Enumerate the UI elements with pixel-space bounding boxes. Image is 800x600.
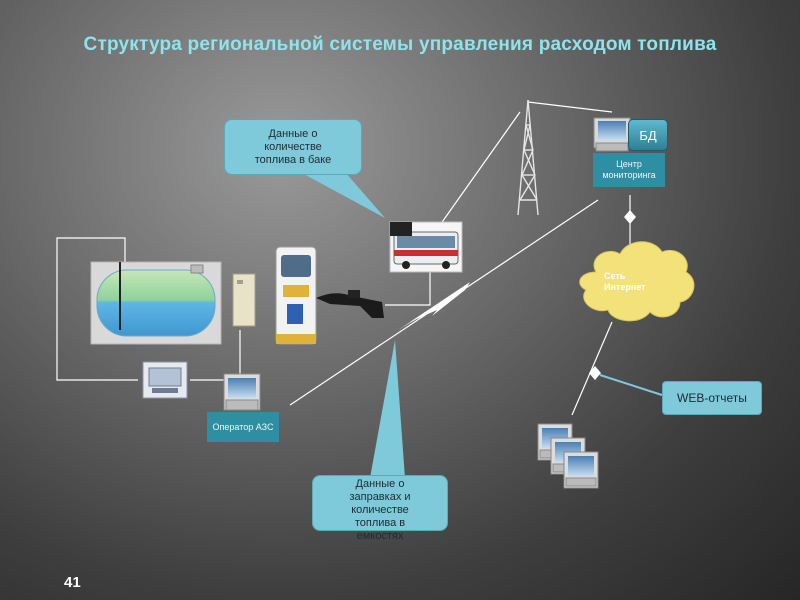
internet-to-clients-line <box>571 321 613 416</box>
operator-computer-icon <box>223 373 261 411</box>
fuel-tank-icon <box>90 261 222 345</box>
monitoring-center-label: Центр мониторинга <box>593 153 665 187</box>
tower-to-center-line <box>527 101 613 113</box>
callout-fuel-in-tank: Данные о количестве топлива в баке <box>224 119 362 175</box>
callout-refuel-data: Данные о заправках и количестве топлива … <box>312 475 448 542</box>
web-reports-label: WEB-отчеты <box>662 381 762 415</box>
refuel-callout-pointer <box>370 340 405 478</box>
web-client-computer-icon <box>563 451 599 489</box>
internet-cloud-icon <box>579 241 695 322</box>
slide-title: Структура региональной системы управлени… <box>83 34 717 55</box>
radio-zigzag <box>410 282 470 322</box>
operator-label: Оператор АЗС <box>207 412 279 442</box>
fuel-nozzle-icon <box>316 290 384 318</box>
web-reports-pointer <box>599 374 663 396</box>
center-connector-icon <box>624 210 636 224</box>
tank-loop-line <box>56 237 138 381</box>
bus-to-tower-line <box>439 111 521 226</box>
bus-icon <box>389 221 463 273</box>
radio-zigzag-2 <box>398 283 470 330</box>
level-gauge-icon <box>232 273 256 327</box>
internet-label: Сеть Интернет <box>604 271 646 292</box>
dispenser-to-bus-line <box>385 272 431 306</box>
monitoring-computer-icon <box>593 117 631 152</box>
tank-callout-pointer <box>300 172 385 218</box>
page-number: 41 <box>64 574 81 591</box>
database-badge: БД <box>628 119 668 151</box>
tank-sensor-device-icon <box>142 361 188 399</box>
radio-tower-icon <box>517 99 539 216</box>
fuel-dispenser-icon <box>275 246 317 345</box>
internet-connector-icon <box>589 366 601 380</box>
